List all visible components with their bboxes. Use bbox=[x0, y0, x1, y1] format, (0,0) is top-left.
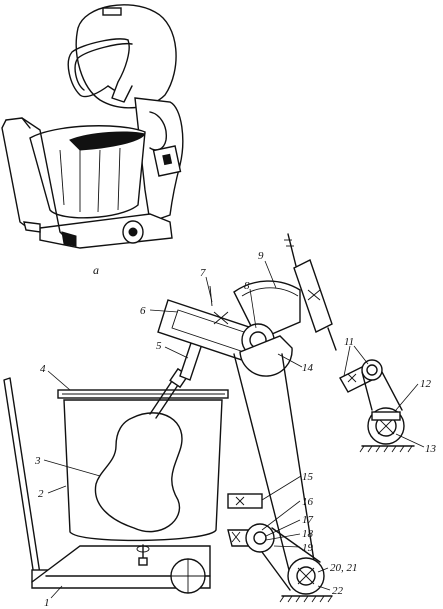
label-13: 13 bbox=[425, 443, 437, 455]
kneading-hook bbox=[67, 38, 129, 98]
label-12: 12 bbox=[420, 378, 432, 390]
label-14: 14 bbox=[302, 362, 314, 374]
label-4: 4 bbox=[40, 363, 46, 375]
label-11: 11 bbox=[344, 336, 354, 348]
belt-tensioner bbox=[227, 493, 263, 509]
mixer-lid bbox=[75, 4, 177, 109]
cart-platform bbox=[31, 545, 211, 589]
label-5: 5 bbox=[156, 340, 162, 352]
label-18: 18 bbox=[302, 528, 314, 540]
label-9: 9 bbox=[258, 250, 264, 262]
label-19: 19 bbox=[302, 542, 314, 554]
lid-handle bbox=[102, 7, 122, 16]
gear-sector bbox=[233, 280, 301, 341]
label-3: 3 bbox=[34, 455, 41, 467]
cart-column bbox=[3, 377, 41, 577]
label-15: 15 bbox=[302, 471, 314, 483]
label-2: 2 bbox=[38, 488, 44, 500]
mixing-bowl bbox=[29, 125, 146, 219]
eccentric-disk bbox=[239, 335, 293, 377]
dough-mass bbox=[69, 131, 146, 151]
label-22: 22 bbox=[332, 585, 344, 597]
label-1: 1 bbox=[44, 597, 50, 609]
label-6: 6 bbox=[140, 305, 146, 317]
mixer-perspective-view bbox=[1, 4, 184, 249]
kinematic-scheme bbox=[3, 233, 425, 603]
label-8: 8 bbox=[244, 280, 250, 292]
label-7: 7 bbox=[200, 267, 206, 279]
kneading-lever bbox=[94, 412, 183, 533]
subfigure-a-label: a bbox=[93, 263, 99, 277]
label-16: 16 bbox=[302, 496, 314, 508]
belt-right bbox=[281, 353, 317, 575]
label-17: 17 bbox=[302, 514, 314, 526]
label-20-21: 20, 21 bbox=[330, 562, 358, 574]
control-button bbox=[162, 153, 173, 166]
